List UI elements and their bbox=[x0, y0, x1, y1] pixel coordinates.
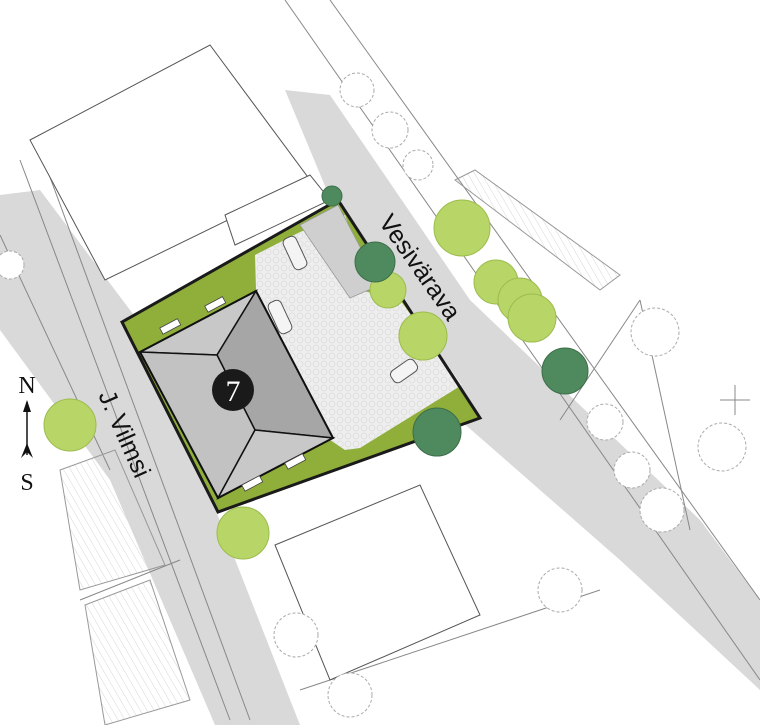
house-number: 7 bbox=[226, 375, 241, 408]
entrance-steps bbox=[159, 296, 307, 492]
neighbor-building-southwest bbox=[59, 449, 166, 591]
dark-trees bbox=[321, 185, 589, 457]
light-trees bbox=[43, 199, 557, 560]
compass-arrow-head-icon bbox=[23, 400, 31, 412]
compass: N S bbox=[18, 373, 35, 496]
parked-cars bbox=[267, 235, 419, 384]
compass-arrow-tail-icon bbox=[21, 443, 33, 458]
outline-trees bbox=[0, 72, 747, 718]
compass-north-label: N bbox=[18, 373, 35, 399]
plot-boundary bbox=[120, 198, 483, 514]
house-number-badge bbox=[212, 369, 254, 411]
road-j-vilmsi bbox=[0, 190, 300, 725]
neighbor-building-southwest-2 bbox=[84, 579, 191, 725]
road-vesivarava bbox=[285, 90, 760, 690]
compass-south-label: S bbox=[20, 470, 33, 496]
neighbor-building-east bbox=[454, 169, 621, 291]
